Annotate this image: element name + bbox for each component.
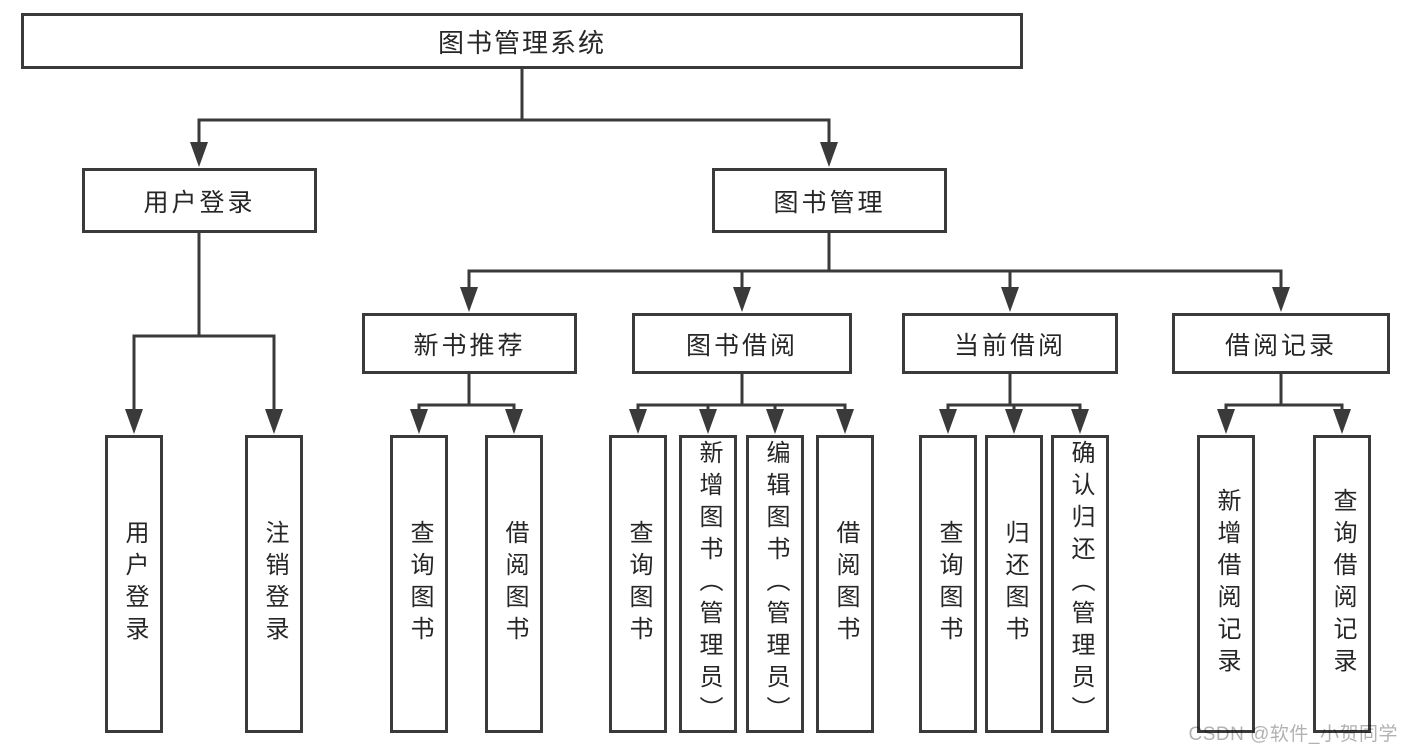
node-label: 编辑图书（管理员） xyxy=(762,440,789,728)
node-current-borrowing: 当前借阅 xyxy=(902,313,1118,374)
node-label: 借阅图书 xyxy=(832,520,859,648)
arrowhead xyxy=(939,409,957,434)
leaf-borrow-books-recommend: 借阅图书 xyxy=(485,435,543,733)
node-user-login: 用户登录 xyxy=(82,168,317,233)
arrowhead xyxy=(733,287,751,312)
leaf-query-books-recommend: 查询图书 xyxy=(390,435,448,733)
node-label: 归还图书 xyxy=(1001,520,1028,648)
node-label: 图书管理 xyxy=(773,188,886,217)
arrowhead xyxy=(1333,409,1351,434)
arrowhead xyxy=(1001,287,1019,312)
node-book-management: 图书管理 xyxy=(712,168,947,233)
arrowhead xyxy=(125,409,143,434)
arrowhead xyxy=(820,142,838,167)
node-label: 查询图书 xyxy=(935,520,962,648)
node-library-system: 图书管理系统 xyxy=(21,13,1023,69)
leaf-add-books-admin: 新增图书（管理员） xyxy=(679,435,737,733)
node-label: 注销登录 xyxy=(261,520,288,648)
leaf-edit-books-admin: 编辑图书（管理员） xyxy=(746,435,804,733)
arrowhead xyxy=(410,409,428,434)
node-label: 用户登录 xyxy=(143,188,256,217)
arrowhead xyxy=(1071,409,1089,434)
node-label: 查询图书 xyxy=(625,520,652,648)
node-label: 借阅记录 xyxy=(1224,331,1337,360)
leaf-query-borrow-record: 查询借阅记录 xyxy=(1313,435,1371,733)
arrowhead xyxy=(460,287,478,312)
leaf-logout: 注销登录 xyxy=(245,435,303,733)
arrowhead xyxy=(1272,287,1290,312)
node-label: 借阅图书 xyxy=(501,520,528,648)
arrowhead xyxy=(629,409,647,434)
arrowhead xyxy=(1217,409,1235,434)
node-label: 图书管理系统 xyxy=(437,27,606,58)
node-label: 新增图书（管理员） xyxy=(695,440,722,728)
csdn-watermark: CSDN @软件_小贺同学 xyxy=(1188,724,1398,745)
node-label: 确认归还（管理员） xyxy=(1067,440,1094,728)
node-label: 用户登录 xyxy=(121,520,148,648)
node-label: 新书推荐 xyxy=(413,331,526,360)
arrowhead xyxy=(505,409,523,434)
leaf-query-books-current: 查询图书 xyxy=(919,435,977,733)
node-label: 当前借阅 xyxy=(953,331,1066,360)
arrowhead xyxy=(265,409,283,434)
node-new-book-recommend: 新书推荐 xyxy=(362,313,577,374)
leaf-user-login: 用户登录 xyxy=(105,435,163,733)
leaf-borrow-books: 借阅图书 xyxy=(816,435,874,733)
node-label: 新增借阅记录 xyxy=(1213,488,1240,680)
node-book-borrowing: 图书借阅 xyxy=(632,313,852,374)
arrowhead xyxy=(836,409,854,434)
arrowhead xyxy=(190,142,208,167)
arrowhead xyxy=(766,409,784,434)
node-label: 查询图书 xyxy=(406,520,433,648)
leaf-add-borrow-record: 新增借阅记录 xyxy=(1197,435,1255,733)
node-label: 图书借阅 xyxy=(685,331,798,360)
node-label: 查询借阅记录 xyxy=(1329,488,1356,680)
leaf-confirm-return-admin: 确认归还（管理员） xyxy=(1051,435,1109,733)
arrowhead xyxy=(699,409,717,434)
leaf-query-books-borrow: 查询图书 xyxy=(609,435,667,733)
node-borrowing-records: 借阅记录 xyxy=(1172,313,1390,374)
leaf-return-books: 归还图书 xyxy=(985,435,1043,733)
arrowhead xyxy=(1005,409,1023,434)
